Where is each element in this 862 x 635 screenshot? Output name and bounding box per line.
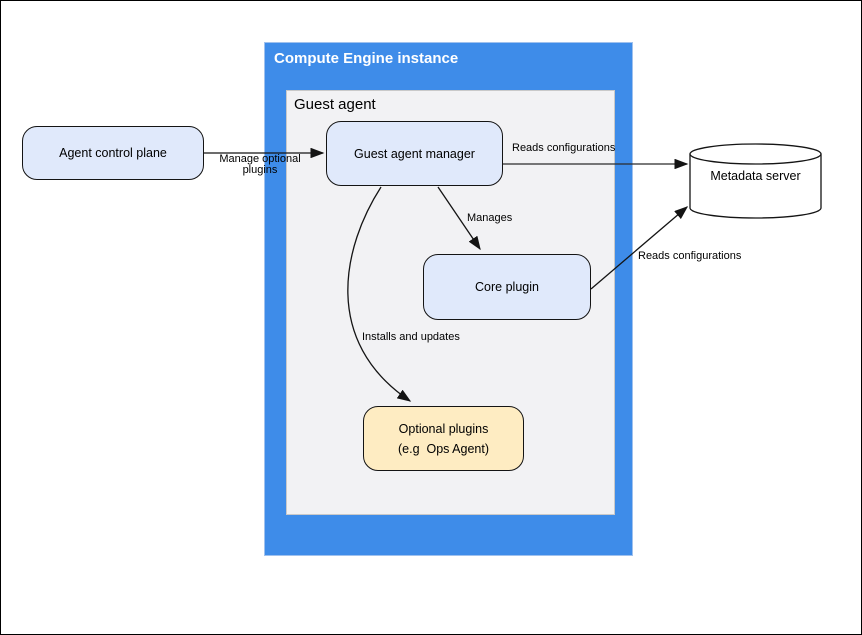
metadata-server-label: Metadata server [710,169,801,183]
edge-label-installs-and-updates: Installs and updates [362,331,460,343]
guest-agent-manager-label: Guest agent manager [354,146,475,161]
core-plugin-label: Core plugin [475,280,539,294]
node-core-plugin: Core plugin [423,254,591,320]
agent-control-plane-label: Agent control plane [59,146,167,160]
node-optional-plugins: Optional plugins (e.g Ops Agent) [363,406,524,471]
edge-label-manage-optional-plugins: Manage optional plugins [219,153,301,176]
edge-label-reads-configurations-manager: Reads configurations [512,142,616,154]
edge-label-manages: Manages [467,212,513,224]
node-guest-agent-manager: Guest agent manager [326,121,503,186]
node-agent-control-plane: Agent control plane [22,126,204,180]
optional-plugins-label-line1: Optional plugins [398,421,489,436]
compute-engine-instance-title: Compute Engine instance [274,50,459,67]
optional-plugins-label-line2: (e.g Ops Agent) [397,441,490,456]
guest-agent-title: Guest agent [294,96,376,113]
edge-label-reads-configurations-core: Reads configurations [638,250,742,262]
